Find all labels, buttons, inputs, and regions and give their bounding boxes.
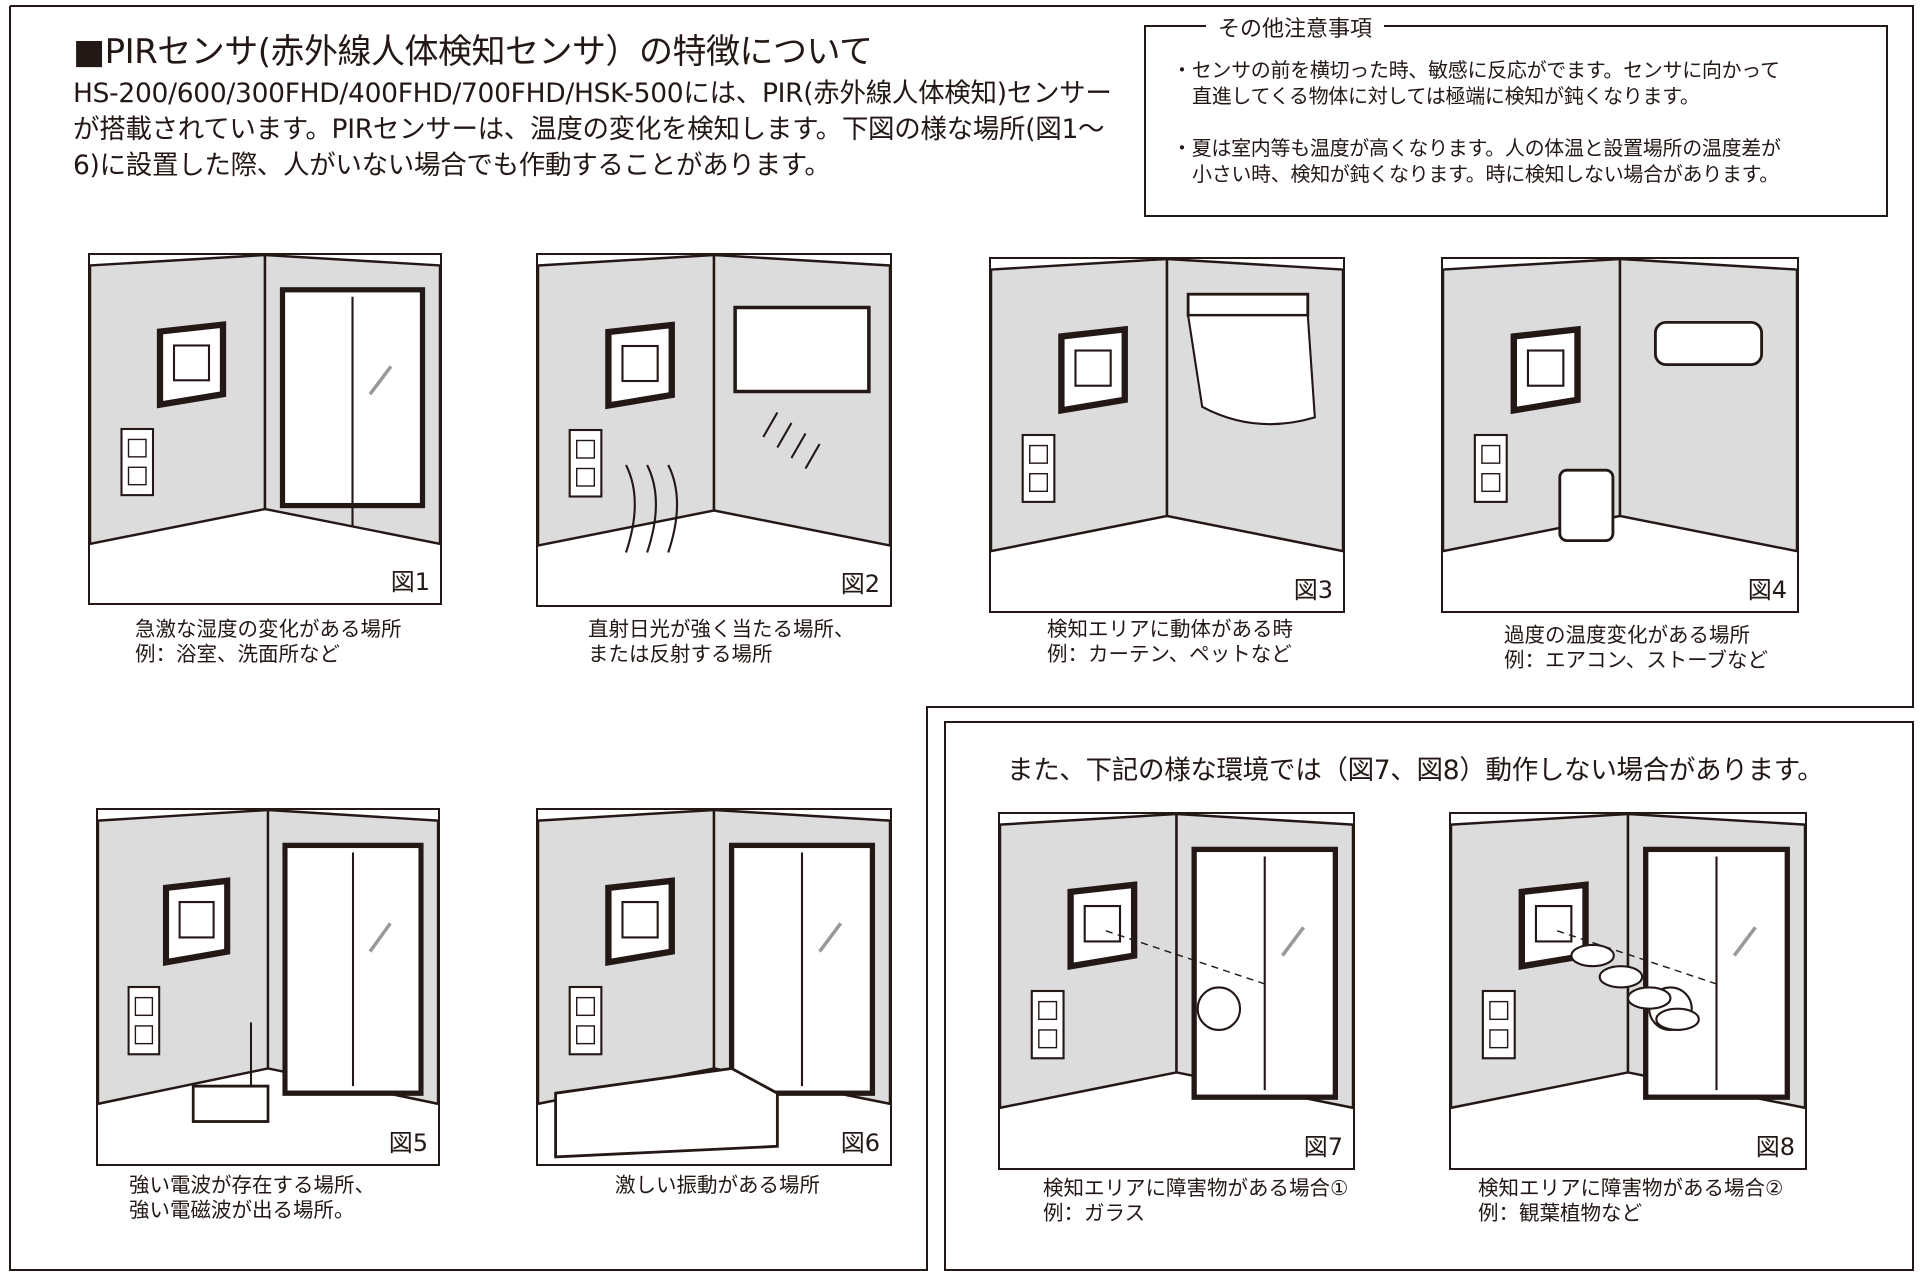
- figure-3-caption: 検知エリアに動体がある時例：カーテン、ペットなど: [1047, 617, 1293, 667]
- caption-line: 例：カーテン、ペットなど: [1047, 642, 1292, 666]
- figure-label: 図1: [390, 568, 430, 596]
- caption-line: 検知エリアに動体がある時: [1047, 617, 1293, 641]
- figure-2-caption: 直射日光が強く当たる場所、または反射する場所: [588, 617, 855, 667]
- sensor-icon: [156, 321, 227, 409]
- room-illustration: [1443, 259, 1797, 553]
- caption-line: 強い電磁波が出る場所。: [129, 1198, 355, 1222]
- figure-label: 図8: [1755, 1133, 1795, 1161]
- figure-6-caption: 激しい振動がある場所: [615, 1173, 820, 1198]
- sensor-icon: [1510, 325, 1581, 415]
- door-icon: [1643, 846, 1790, 1100]
- sensor-icon: [1058, 325, 1128, 415]
- figure-7: 図7: [998, 812, 1355, 1170]
- notes-box: その他注意事項 ・センサの前を横切った時、敏感に反応がでます。センサに向かって …: [1144, 11, 1888, 217]
- note-item: ・センサの前を横切った時、敏感に反応がでます。センサに向かって 直進してくる物体…: [1172, 57, 1780, 109]
- figure-3: 図3: [989, 257, 1345, 613]
- caption-line: 直射日光が強く当たる場所、: [588, 617, 855, 641]
- notes-legend: その他注意事項: [1206, 11, 1385, 43]
- figure-5: 図5: [96, 808, 440, 1166]
- door-icon: [1191, 846, 1338, 1100]
- figure-4: 図4: [1441, 257, 1799, 613]
- note-item: ・夏は室内等も温度が高くなります。人の体温と設置場所の温度差が 小さい時、検知が…: [1172, 135, 1781, 187]
- room-illustration: [538, 255, 890, 553]
- door-icon: [728, 842, 876, 1096]
- caption-line: 検知エリアに障害物がある場合①: [1043, 1176, 1349, 1200]
- door-icon: [282, 842, 424, 1096]
- figure-4-caption: 過度の温度変化がある場所例：エアコン、ストーブなど: [1504, 623, 1768, 673]
- caption-line: 例：観葉植物など: [1478, 1201, 1642, 1225]
- door-icon: [279, 287, 426, 527]
- outlet-icon: [1021, 433, 1056, 503]
- room-illustration: [1000, 814, 1353, 1110]
- caption-line: 過度の温度変化がある場所: [1504, 623, 1750, 647]
- caption-line: または反射する場所: [588, 642, 773, 666]
- caption-line: 激しい振動がある場所: [615, 1173, 820, 1197]
- room-illustration: [1451, 814, 1805, 1110]
- figure-label: 図7: [1303, 1133, 1343, 1161]
- caption-line: 検知エリアに障害物がある場合②: [1478, 1176, 1784, 1200]
- figure-label: 図6: [840, 1129, 880, 1157]
- room-illustration: [98, 810, 438, 1123]
- sensor-icon: [1067, 881, 1138, 970]
- outlet-icon: [1481, 989, 1516, 1060]
- figure-2: 図2: [536, 253, 892, 607]
- note-line: ・センサの前を横切った時、敏感に反応がでます。センサに向かって: [1172, 58, 1780, 82]
- figure-6: 図6: [536, 808, 892, 1166]
- figure-1: 図1: [88, 253, 442, 605]
- sensor-icon: [162, 877, 231, 966]
- figure-label: 図3: [1293, 576, 1333, 604]
- figure-1-caption: 急激な湿度の変化がある場所例：浴室、洗面所など: [135, 617, 402, 667]
- note-line: 小さい時、検知が鈍くなります。時に検知しない場合があります。: [1192, 162, 1779, 186]
- outlet-icon: [127, 985, 161, 1056]
- obstruction-heading: また、下記の様な環境では（図7、図8）動作しない場合があります。: [1007, 755, 1824, 786]
- outlet-icon: [568, 985, 603, 1056]
- sensor-icon: [605, 321, 675, 410]
- caption-line: 例：ガラス: [1043, 1201, 1146, 1225]
- figure-label: 図5: [388, 1129, 428, 1157]
- outlet-icon: [568, 428, 603, 498]
- caption-line: 急激な湿度の変化がある場所: [135, 617, 402, 641]
- figure-8: 図8: [1449, 812, 1807, 1170]
- note-line: ・夏は室内等も温度が高くなります。人の体温と設置場所の温度差が: [1172, 136, 1781, 160]
- figure-label: 図4: [1747, 576, 1787, 604]
- note-line: 直進してくる物体に対しては極端に検知が鈍くなります。: [1192, 84, 1700, 108]
- sensor-icon: [605, 877, 675, 966]
- caption-line: 例：エアコン、ストーブなど: [1504, 648, 1769, 672]
- figure-label: 図2: [840, 570, 880, 598]
- room-illustration: [90, 255, 440, 546]
- caption-line: 強い電波が存在する場所、: [129, 1173, 375, 1197]
- intro-paragraph: HS-200/600/300FHD/400FHD/700FHD/HSK-500に…: [73, 78, 1112, 181]
- room-illustration: [538, 810, 890, 1159]
- figure-5-caption: 強い電波が存在する場所、強い電磁波が出る場所。: [129, 1173, 375, 1223]
- page-title: ■PIRセンサ(赤外線人体検知センサ）の特徴について: [73, 32, 873, 72]
- room-illustration: [991, 259, 1343, 553]
- outlet-icon: [1030, 989, 1065, 1060]
- outlet-icon: [1473, 433, 1508, 503]
- outlet-icon: [120, 427, 155, 497]
- caption-line: 例：浴室、洗面所など: [135, 642, 340, 666]
